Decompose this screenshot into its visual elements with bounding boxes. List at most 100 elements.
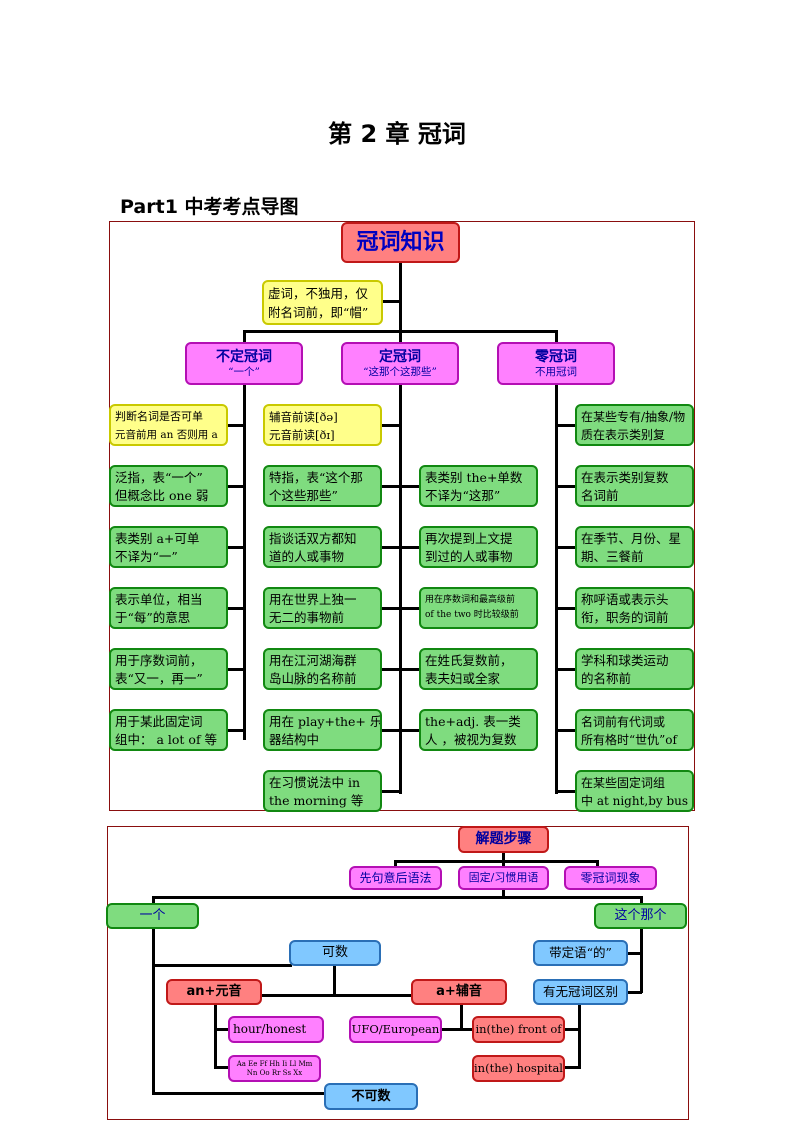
zero-node: 在某些固定词组 中 at night,by bus bbox=[575, 770, 694, 812]
connector bbox=[382, 790, 401, 793]
node-in-hospital: in(the) hospital bbox=[472, 1055, 565, 1082]
mindmap-frame-1 bbox=[109, 221, 695, 811]
node-line: 表类别 a+可单 bbox=[115, 531, 200, 546]
node-line: 无二的事物前 bbox=[269, 610, 345, 625]
connector bbox=[382, 607, 422, 610]
node-line: 用在世界上独一 bbox=[269, 592, 357, 607]
definite-node: 特指，表“这个那 个这些那些” bbox=[263, 465, 382, 507]
node-line: 表类别 the+单数 bbox=[425, 470, 523, 485]
connector bbox=[243, 330, 246, 344]
connector bbox=[382, 485, 422, 488]
node-line: 辅音前读[ðə] bbox=[269, 410, 338, 424]
node-line: 器结构中 bbox=[269, 732, 320, 747]
connector bbox=[555, 668, 577, 671]
zero-node: 在某些专有/抽象/物 质在表示类别复 bbox=[575, 404, 694, 446]
definite-node: 在姓氏复数前， 表夫妇或全家 bbox=[419, 648, 538, 690]
node-ufo-european: UFO/European bbox=[349, 1016, 442, 1043]
step-node: 先句意后语法 bbox=[349, 866, 442, 890]
node-line: 名词前 bbox=[581, 488, 619, 503]
connector bbox=[381, 300, 401, 303]
node-line: 指谈话双方都知 bbox=[269, 531, 357, 546]
node-line: of the two 时比较级前 bbox=[425, 610, 519, 620]
definite-node: 用在世界上独一 无二的事物前 bbox=[263, 587, 382, 629]
zero-node: 名词前有代词或 所有格时“世仇”of bbox=[575, 709, 694, 751]
connector bbox=[227, 607, 245, 610]
zero-node: 称呼语或表示头 衔，职务的词前 bbox=[575, 587, 694, 629]
connector bbox=[399, 262, 402, 332]
branch-zero: 零冠词 不用冠词 bbox=[497, 342, 615, 385]
node-line: 道的人或事物 bbox=[269, 549, 345, 564]
node-line: 用在 play+the+ 乐 bbox=[269, 714, 382, 729]
node-line: 到过的人或事物 bbox=[425, 549, 513, 564]
step-label: 固定/习惯用语 bbox=[468, 871, 539, 884]
definite-node: 指谈话双方都知 道的人或事物 bbox=[263, 526, 382, 568]
node-line: 表“又一，再一” bbox=[115, 671, 203, 686]
branch-subtitle: “一个” bbox=[228, 366, 260, 378]
node-line: 期、三餐前 bbox=[581, 549, 644, 564]
connector bbox=[555, 384, 558, 794]
node-line: 在习惯说法中 in bbox=[269, 775, 361, 790]
node-label: 有无冠词区别 bbox=[542, 984, 618, 999]
node-line: 不译为“一” bbox=[115, 549, 178, 564]
node-label: in(the) front of bbox=[475, 1022, 562, 1036]
mindmap-frame-2 bbox=[107, 826, 689, 1120]
node-label: UFO/European bbox=[351, 1022, 440, 1036]
node-label: 带定语“的” bbox=[549, 945, 612, 960]
root-label: 冠词知识 bbox=[356, 230, 445, 255]
connector bbox=[227, 546, 245, 549]
node-line: 在表示类别复数 bbox=[581, 470, 669, 485]
connector bbox=[382, 668, 422, 671]
node-line: 在姓氏复数前， bbox=[425, 653, 513, 668]
connector bbox=[227, 668, 245, 671]
node-line: 组中： a lot of 等 bbox=[115, 732, 218, 747]
branch-definite: 定冠词 “这那个这那些” bbox=[341, 342, 459, 385]
branch-subtitle: “这那个这那些” bbox=[363, 366, 437, 378]
node-line: 用于某此固定词 bbox=[115, 714, 203, 729]
connector bbox=[555, 330, 558, 344]
steps-root-label: 解题步骤 bbox=[475, 831, 532, 847]
node-letters: Aa Ee Ff Hh Ii Ll Mm Nn Oo Rr Ss Xx bbox=[228, 1055, 321, 1082]
connector bbox=[214, 994, 414, 997]
connector bbox=[555, 546, 577, 549]
connector bbox=[555, 729, 577, 732]
node-line: 不译为“这那” bbox=[425, 488, 501, 503]
node-line: 所有格时“世仇”of bbox=[581, 733, 677, 747]
node-line: the+adj. 表一类 bbox=[425, 714, 521, 729]
branch-subtitle: 不用冠词 bbox=[535, 366, 577, 378]
node-line: 在某些专有/抽象/物 bbox=[581, 410, 686, 424]
node-line: 用在江河湖海群 bbox=[269, 653, 357, 668]
node-attributive: 带定语“的” bbox=[533, 940, 628, 966]
connector bbox=[152, 896, 155, 904]
indefinite-node: 判断名词是否可单 元音前用 an 否则用 a bbox=[109, 404, 228, 446]
node-label: a+辅音 bbox=[436, 984, 482, 999]
node-line: 元音前用 an 否则用 a bbox=[115, 429, 218, 441]
step-label: 先句意后语法 bbox=[359, 871, 432, 885]
node-line: 中 at night,by bus bbox=[581, 794, 689, 808]
connector bbox=[555, 485, 577, 488]
node-line: Aa Ee Ff Hh Ii Ll Mm bbox=[236, 1060, 313, 1068]
indefinite-node: 用于某此固定词 组中： a lot of 等 bbox=[109, 709, 228, 751]
connector bbox=[243, 384, 246, 740]
connector bbox=[399, 384, 402, 794]
node-line: 岛山脉的名称前 bbox=[269, 671, 357, 686]
node-label: an+元音 bbox=[186, 984, 242, 999]
connector bbox=[578, 1003, 581, 1069]
note-line: 附名词前，即“帽” bbox=[268, 305, 369, 320]
branch-title: 定冠词 bbox=[379, 349, 421, 365]
node-line: 个这些那些” bbox=[269, 488, 338, 503]
node-label: 一个 bbox=[139, 908, 166, 923]
connector bbox=[460, 1004, 463, 1030]
connector bbox=[214, 1066, 230, 1069]
connector bbox=[152, 928, 155, 1095]
node-line: 在某些固定词组 bbox=[581, 776, 666, 790]
node-line: 衔，职务的词前 bbox=[581, 610, 669, 625]
node-article-difference: 有无冠词区别 bbox=[533, 979, 628, 1005]
node-a-consonant: a+辅音 bbox=[411, 979, 507, 1005]
node-line: the morning 等 bbox=[269, 793, 364, 808]
indefinite-node: 用于序数词前， 表“又一，再一” bbox=[109, 648, 228, 690]
node-line: 的名称前 bbox=[581, 671, 632, 686]
connector bbox=[394, 860, 397, 868]
connector bbox=[640, 928, 643, 993]
node-line: 在季节、月份、星 bbox=[581, 531, 682, 546]
node-line: 但概念比 one 弱 bbox=[115, 488, 209, 503]
